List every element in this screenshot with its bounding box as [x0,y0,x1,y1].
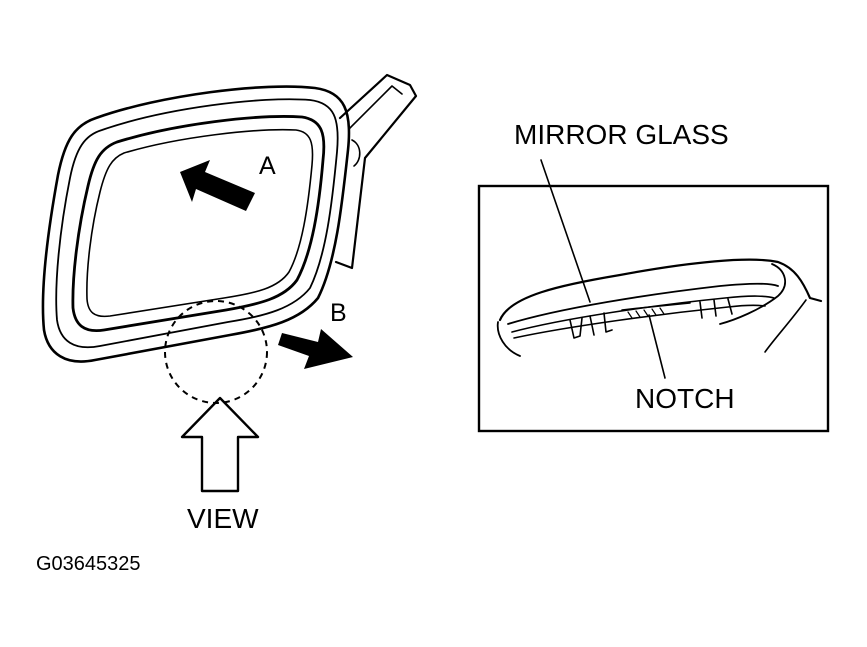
view-area-circle [164,300,268,404]
mirror-glass-edge [71,115,326,333]
view-label: VIEW [187,503,259,534]
arrow-b-label: B [330,299,347,327]
mirror-glass-inner-edge [86,128,314,318]
arrow-a-label: A [259,152,276,180]
door-mirror-assembly [41,73,418,493]
detail-notch-recess [569,298,733,339]
notch-label: NOTCH [635,383,735,414]
detail-housing-outline [498,258,823,322]
mirror-glass-leader [540,159,591,303]
notch-leader [648,314,666,379]
detail-inset-frame [477,184,830,433]
mirror-housing-rim [55,98,339,349]
arrow-b-icon [278,329,353,369]
detail-inset [477,159,830,433]
figure-id: G03645325 [36,553,141,575]
arrow-a-icon [180,160,255,211]
mirror-housing-outer [41,85,351,363]
view-arrow-icon [180,396,260,493]
mirror-mount-arm [334,73,418,270]
mirror-mount-arm-inner [349,85,403,129]
detail-glass-edge [507,282,779,325]
mirror-glass-label: MIRROR GLASS [514,119,729,150]
